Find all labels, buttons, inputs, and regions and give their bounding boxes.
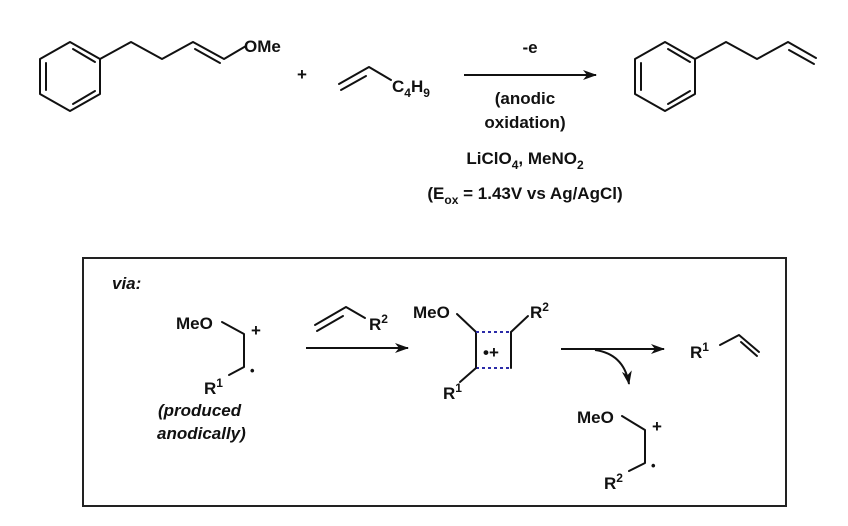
curved-branch-arrow — [594, 349, 632, 385]
mechanism-box — [82, 257, 787, 507]
meo-label: MeO — [413, 303, 450, 322]
radical-cation-center: •+ — [483, 343, 499, 362]
r2-label: R2 — [604, 471, 623, 493]
r1-label: R1 — [690, 340, 709, 362]
benzene-ring-icon — [39, 41, 101, 112]
r1-label: R1 — [204, 376, 223, 398]
radical-cation-2: MeO + • R2 — [577, 408, 662, 493]
benzene-ring-icon — [634, 41, 696, 112]
reactant-enol-ether: OMe — [39, 37, 281, 112]
produced-note-2: anodically) — [157, 424, 246, 443]
condition-oxidation: oxidation) — [484, 113, 565, 132]
condition-anodic: (anodic — [495, 89, 555, 108]
cation-plus: + — [652, 417, 662, 436]
meo-label: MeO — [577, 408, 614, 427]
r2-label: R2 — [530, 300, 549, 322]
cation-plus: + — [251, 321, 261, 340]
r2-label: R2 — [369, 312, 388, 334]
product-r1-alkene: R1 — [690, 334, 760, 362]
product-alkene — [634, 41, 817, 112]
via-label: via: — [112, 274, 141, 293]
radical-dot: • — [651, 458, 656, 473]
reagents-label: LiClO4, MeNO2 — [466, 149, 584, 172]
radical-cation-1: MeO + • R1 (produced anodically) — [157, 314, 261, 443]
meo-label: MeO — [176, 314, 213, 333]
cyclobutane-radical-cation: MeO R2 R1 •+ — [413, 300, 549, 403]
produced-note-1: (produced — [158, 401, 242, 420]
plus-sign: + — [297, 65, 307, 84]
ome-label: OMe — [244, 37, 281, 56]
electron-loss-label: -e — [522, 38, 537, 57]
radical-dot: • — [250, 363, 255, 378]
alkene-reagent: R2 — [314, 306, 388, 334]
c4h9-label: C4H9 — [392, 77, 430, 100]
r1-label: R1 — [443, 381, 462, 403]
potential-label: (Eox = 1.43V vs Ag/AgCl) — [427, 184, 622, 207]
reactant-alkene: C4H9 — [338, 66, 430, 100]
